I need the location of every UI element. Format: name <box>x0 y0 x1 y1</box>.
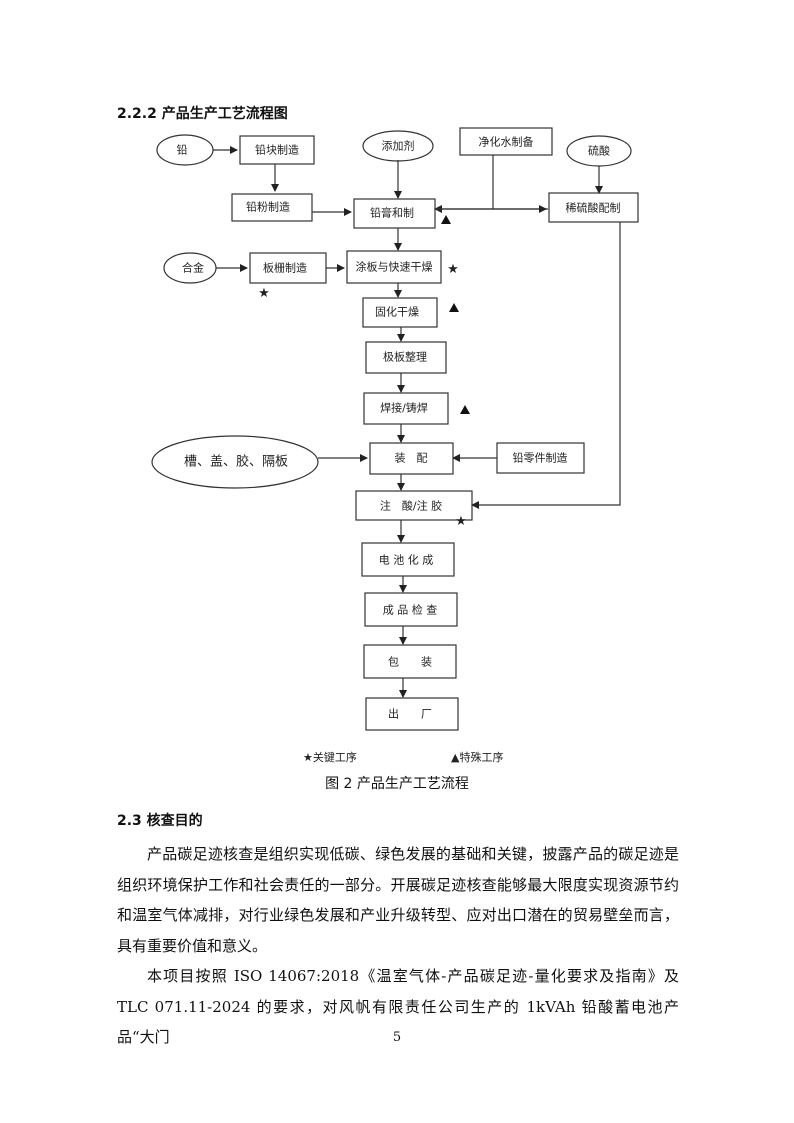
process-flowchart: 铅 铅块制造 添加剂 净化水制备 硫酸 铅粉制造 铅膏和制 稀硫酸配制 合金 板… <box>151 127 639 764</box>
section-heading-2-2-2: 2.2.2 产品生产工艺流程图 <box>117 106 288 122</box>
node-dilute-acid <box>548 192 639 223</box>
special-marker-paste <box>441 215 451 224</box>
node-shipping <box>365 697 459 731</box>
node-sulfuric-acid <box>566 135 632 167</box>
node-alloy <box>163 252 217 284</box>
node-curing <box>362 297 438 328</box>
label-inspection: 成 品 检 查 <box>383 603 438 617</box>
node-grid <box>249 252 327 284</box>
figure-caption: 图 2 产品生产工艺流程 <box>325 776 469 792</box>
label-coating: 涂板与快速干燥 <box>356 260 433 274</box>
special-marker-curing <box>449 303 459 312</box>
section-heading-2-3: 2.3 核查目的 <box>117 813 203 829</box>
label-welding: 焊接/铸焊 <box>380 401 428 415</box>
key-marker-coating: ★ <box>447 262 459 277</box>
paragraph-scope: 本项目按照 ISO 14067:2018《温室气体-产品碳足迹-量化要求及指南》… <box>117 967 679 1046</box>
node-plate-sort <box>365 341 447 374</box>
node-lead-parts <box>496 442 585 474</box>
node-pure-water <box>459 127 553 156</box>
arrow-dilute-to-fill <box>471 222 621 509</box>
label-paste: 铅膏和制 <box>370 206 414 220</box>
label-plate-sort: 极板整理 <box>383 350 427 364</box>
label-formation: 电 池 化 成 <box>379 553 434 567</box>
label-sulfuric-acid: 硫酸 <box>588 144 610 158</box>
label-curing: 固化干燥 <box>375 305 419 319</box>
legend-special-process: ▲特殊工序 <box>451 750 503 764</box>
label-lead-block: 铅块制造 <box>255 143 299 157</box>
label-additive: 添加剂 <box>382 139 415 153</box>
label-acid-fill: 注 酸/注 胶 <box>380 499 442 513</box>
node-lead <box>156 134 214 166</box>
paragraph-purpose: 产品碳足迹核查是组织实现低碳、绿色发展的基础和关键，披露产品的碳足迹是组织环境保… <box>117 845 679 955</box>
key-marker-acid-fill: ★ <box>455 514 467 529</box>
special-marker-welding <box>460 405 470 414</box>
node-parts <box>151 435 319 489</box>
label-shipping: 出 厂 <box>388 707 432 721</box>
label-dilute-acid: 稀硫酸配制 <box>566 201 621 215</box>
label-assembly: 装 配 <box>395 452 428 465</box>
label-lead-parts: 铅零件制造 <box>513 451 568 465</box>
label-alloy: 合金 <box>182 261 204 275</box>
label-lead: 铅 <box>177 143 188 157</box>
label-packing: 包 装 <box>388 656 432 669</box>
node-packing <box>363 644 457 679</box>
node-inspection <box>364 592 458 627</box>
label-lead-powder: 铅粉制造 <box>246 200 290 214</box>
key-marker-grid: ★ <box>258 286 270 301</box>
page-number: 5 <box>392 1030 402 1045</box>
label-pure-water: 净化水制备 <box>479 135 534 149</box>
node-acid-fill <box>355 490 473 521</box>
node-lead-powder <box>231 193 313 222</box>
label-grid: 板栅制造 <box>263 261 307 275</box>
node-welding <box>363 392 449 425</box>
node-assembly <box>369 442 454 475</box>
node-paste <box>353 198 436 229</box>
node-lead-block <box>239 135 315 165</box>
node-coating <box>346 250 442 284</box>
node-formation <box>361 542 455 577</box>
node-additive <box>362 130 434 162</box>
legend-key-process: ★关键工序 <box>303 750 357 764</box>
label-parts: 槽、盖、胶、隔板 <box>184 454 288 470</box>
